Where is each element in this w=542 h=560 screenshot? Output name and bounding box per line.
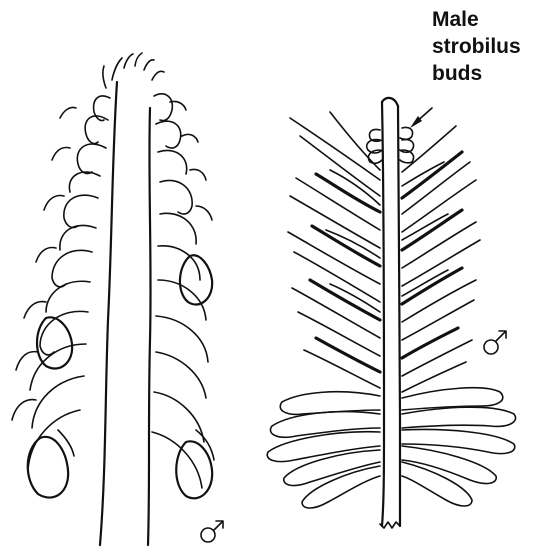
female-shoot — [12, 53, 223, 545]
bud-arrow — [410, 108, 432, 128]
female-left-ovules — [28, 317, 74, 497]
male-left-needles — [288, 112, 380, 388]
male-shoot — [267, 98, 515, 528]
male-left-lobes — [267, 392, 380, 508]
female-right-ovules — [176, 255, 214, 498]
male-symbol — [484, 331, 506, 354]
female-left-scales — [12, 96, 110, 470]
male-axis-tip — [382, 98, 398, 106]
female-stem — [100, 82, 117, 545]
female-stem-right-edge — [148, 108, 151, 545]
male-axis-right — [398, 106, 400, 526]
strobilus-buds — [367, 127, 414, 163]
male-right-lobes — [402, 388, 516, 506]
male-right-needles — [402, 126, 480, 392]
apex-tuft — [103, 53, 164, 88]
male-axis-left — [382, 102, 384, 526]
female-symbol — [201, 521, 223, 542]
